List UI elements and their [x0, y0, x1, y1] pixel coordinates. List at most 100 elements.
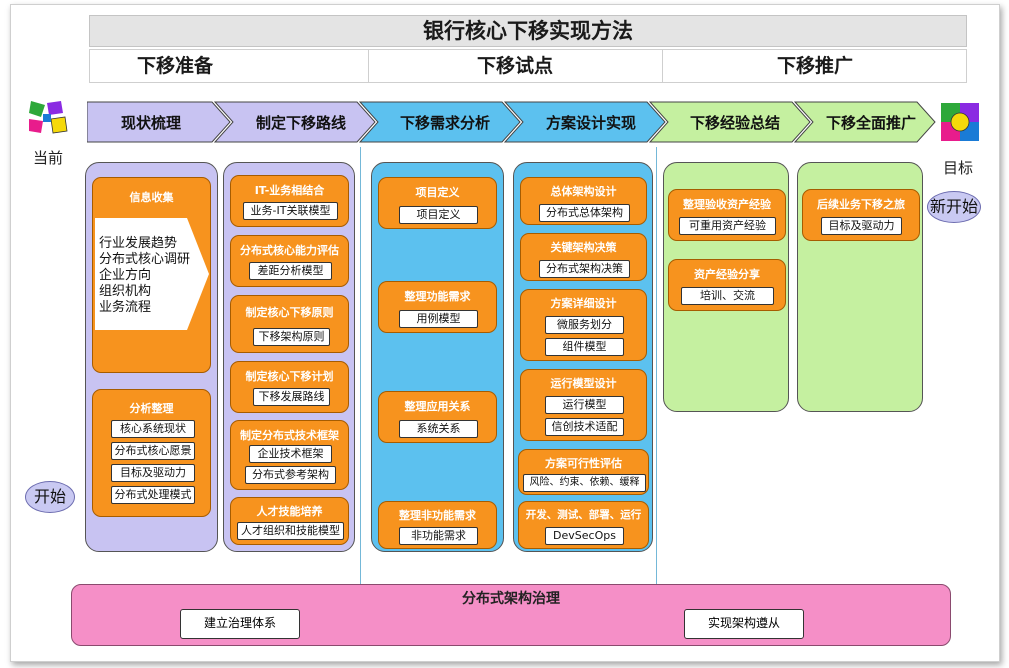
- task-output: 可重用资产经验: [679, 217, 776, 235]
- task-title: 制定核心下移计划: [245, 370, 334, 383]
- task-box: 关键架构决策 分布式架构决策: [520, 233, 647, 281]
- task-box: 人才技能培养 人才组织和技能模型: [230, 497, 349, 545]
- task-title: IT-业务相结合: [254, 184, 325, 197]
- column-design: 总体架构设计 分布式总体架构 关键架构决策 分布式架构决策 方案详细设计 微服务…: [513, 162, 653, 552]
- phase-pilot: 下移试点: [476, 55, 553, 77]
- info-collection-title: 信息收集: [129, 191, 174, 204]
- task-title: 整理应用关系: [404, 400, 471, 413]
- task-box: 制定分布式技术框架 企业技术框架 分布式参考架构: [230, 420, 349, 490]
- analysis-item: 分布式核心愿景: [111, 442, 195, 460]
- phase-separator-line: [656, 147, 657, 585]
- column-rollout: 后续业务下移之旅 目标及驱动力: [797, 162, 923, 412]
- task-output: 人才组织和技能模型: [237, 522, 344, 540]
- task-output: 下移架构原则: [253, 328, 330, 346]
- analysis-item: 目标及驱动力: [111, 464, 195, 482]
- task-box: 运行模型设计 运行模型 信创技术适配: [520, 369, 647, 441]
- chevron-step-5: [648, 101, 811, 143]
- task-title: 整理验收资产经验: [683, 198, 771, 211]
- task-box: 方案详细设计 微服务划分 组件模型: [520, 289, 647, 361]
- task-title: 人才技能培养: [256, 505, 323, 518]
- task-output: 差距分析模型: [249, 262, 332, 280]
- chevron-step-1: [87, 101, 231, 143]
- list-item: 业务流程: [99, 300, 152, 315]
- task-output: 企业技术框架: [249, 445, 332, 463]
- task-output: 分布式架构决策: [539, 260, 630, 278]
- task-box: IT-业务相结合 业务-IT关联模型: [230, 175, 349, 227]
- target-state-label: 目标: [943, 159, 974, 177]
- chevron-step-2: [213, 101, 376, 143]
- task-title: 制定分布式技术框架: [240, 429, 339, 442]
- chevron-step-3: [358, 101, 521, 143]
- task-title: 开发、测试、部署、运行: [525, 509, 642, 521]
- task-output: DevSecOps: [545, 527, 624, 545]
- list-item: 组织机构: [99, 284, 152, 299]
- task-output: 风险、约束、依赖、缓释: [523, 474, 646, 492]
- step-label: 下移需求分析: [400, 114, 490, 132]
- task-output: 项目定义: [399, 206, 478, 224]
- diagram-title: 银行核心下移实现方法: [89, 15, 967, 47]
- task-title: 关键架构决策: [550, 241, 617, 254]
- task-output: 信创技术适配: [545, 418, 624, 436]
- task-title: 分布式核心能力评估: [240, 244, 339, 257]
- column-roadmap: IT-业务相结合 业务-IT关联模型 分布式核心能力评估 差距分析模型 制定核心…: [223, 162, 355, 552]
- phase-divider: [662, 50, 663, 82]
- phase-header-row: 下移准备 下移试点 下移推广: [89, 49, 967, 83]
- task-output: 运行模型: [545, 396, 624, 414]
- task-box: 整理应用关系 系统关系: [378, 391, 497, 443]
- governance-band: 分布式架构治理 建立治理体系 实现架构遵从: [71, 584, 951, 646]
- step-label: 制定下移路线: [256, 114, 346, 132]
- task-box: 制定核心下移原则 下移架构原则: [230, 295, 349, 353]
- task-output: 培训、交流: [681, 287, 774, 305]
- task-title: 资产经验分享: [694, 268, 760, 281]
- task-title: 方案可行性评估: [545, 457, 622, 470]
- task-output: 系统关系: [399, 420, 478, 438]
- task-box: 资产经验分享 培训、交流: [668, 259, 786, 311]
- step-label: 下移经验总结: [690, 114, 780, 132]
- analysis-item: 分布式处理模式: [111, 486, 195, 504]
- chevron-step-4: [503, 101, 666, 143]
- task-title: 后续业务下移之旅: [817, 198, 905, 211]
- list-item: 企业方向: [99, 268, 152, 283]
- task-box: 制定核心下移计划 下移发展路线: [230, 361, 349, 413]
- task-title: 整理非功能需求: [399, 509, 476, 522]
- analysis-item: 核心系统现状: [111, 420, 195, 438]
- list-item: 行业发展趋势: [99, 236, 178, 251]
- task-box: 分布式核心能力评估 差距分析模型: [230, 235, 349, 287]
- task-box: 项目定义 项目定义: [378, 177, 497, 229]
- info-collection-list: 行业发展趋势 分布式核心调研 企业方向 组织机构 业务流程: [99, 236, 190, 316]
- governance-item: 建立治理体系: [180, 609, 300, 639]
- step-label: 方案设计实现: [546, 114, 636, 132]
- task-title: 制定核心下移原则: [245, 306, 334, 319]
- column-status-review: 信息收集 行业发展趋势 分布式核心调研 企业方向 组织机构 业务流程 分析整理 …: [85, 162, 218, 552]
- task-output: 分布式参考架构: [245, 466, 336, 484]
- phase-preparation: 下移准备: [136, 55, 213, 77]
- task-title: 运行模型设计: [550, 377, 617, 390]
- task-output: 业务-IT关联模型: [243, 202, 338, 220]
- task-box: 后续业务下移之旅 目标及驱动力: [802, 189, 920, 241]
- chevron-step-6: [793, 101, 936, 143]
- list-item: 分布式核心调研: [99, 252, 191, 267]
- task-box: 整理验收资产经验 可重用资产经验: [668, 189, 786, 241]
- phase-separator-line: [360, 147, 361, 585]
- current-state-label: 当前: [33, 149, 64, 167]
- column-requirements: 项目定义 项目定义 整理功能需求 用例模型 整理应用关系 系统关系 整理非功能需…: [371, 162, 504, 552]
- task-output: 下移发展路线: [253, 388, 330, 406]
- task-box: 方案可行性评估 风险、约束、依赖、缓释: [518, 449, 649, 495]
- task-box: 总体架构设计 分布式总体架构: [520, 177, 647, 225]
- step-label: 现状梳理: [121, 114, 181, 132]
- phase-rollout: 下移推广: [776, 55, 853, 77]
- governance-title: 分布式架构治理: [462, 591, 560, 607]
- task-box: 开发、测试、部署、运行 DevSecOps: [518, 501, 649, 549]
- phase-divider: [368, 50, 369, 82]
- step-label: 下移全面推广: [826, 114, 916, 132]
- task-output: 目标及驱动力: [821, 217, 902, 235]
- puzzle-assembled-icon: [939, 101, 981, 143]
- analysis-box: 分析整理 核心系统现状 分布式核心愿景 目标及驱动力 分布式处理模式: [92, 389, 211, 517]
- task-output: 组件模型: [545, 338, 624, 356]
- task-box: 整理功能需求 用例模型: [378, 281, 497, 333]
- puzzle-scattered-icon: [27, 99, 69, 137]
- info-collection-box: 信息收集 行业发展趋势 分布式核心调研 企业方向 组织机构 业务流程: [92, 177, 211, 373]
- new-start-oval: 新开始: [927, 191, 981, 223]
- governance-item: 实现架构遵从: [684, 609, 804, 639]
- task-box: 整理非功能需求 非功能需求: [378, 501, 497, 549]
